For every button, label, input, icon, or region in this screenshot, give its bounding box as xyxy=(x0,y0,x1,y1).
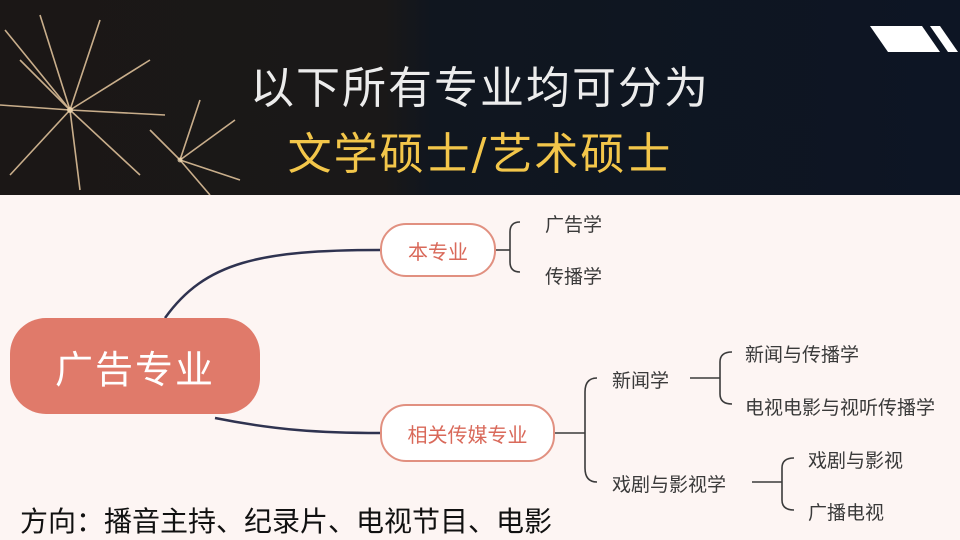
connector-root-related xyxy=(214,416,381,435)
header-banner: 以下所有专业均可分为 文学硕士/艺术硕士 xyxy=(0,0,960,195)
root-node: 广告专业 xyxy=(10,318,260,414)
leaf-news-2: 电视电影与视听传播学 xyxy=(745,397,936,419)
leaf-drama-2: 广播电视 xyxy=(808,502,885,524)
leaf-main-1: 广告学 xyxy=(545,214,603,236)
title-line-1: 以下所有专业均可分为 xyxy=(250,63,710,114)
sub-node-drama: 戏剧与影视学 xyxy=(612,474,727,496)
connector-root-main xyxy=(163,248,381,319)
leaf-news-1: 新闻与传播学 xyxy=(745,344,860,366)
branch-related-node: 相关传媒专业 xyxy=(380,404,555,462)
sub-node-news: 新闻学 xyxy=(612,370,670,392)
direction-text: 方向：播音主持、纪录片、电视节目、电影 xyxy=(20,505,553,538)
title-line-2: 文学硕士/艺术硕士 xyxy=(287,129,673,180)
leaf-main-2: 传播学 xyxy=(545,266,603,288)
corner-stripes-decoration xyxy=(870,26,958,52)
branch-main-node: 本专业 xyxy=(380,223,496,277)
leaf-drama-1: 戏剧与影视 xyxy=(808,450,904,472)
fireworks-decoration xyxy=(0,14,958,195)
